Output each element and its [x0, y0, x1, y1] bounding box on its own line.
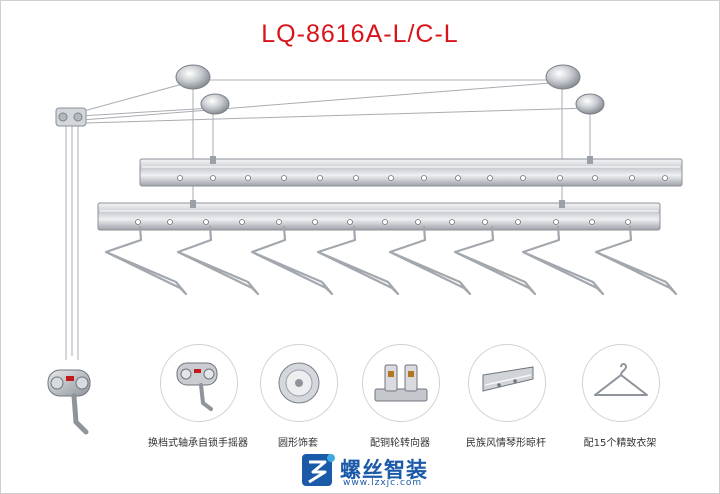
accessory-circle-pulley [362, 344, 440, 422]
hanger-icon [594, 363, 648, 396]
ceiling-pulley-icon [175, 64, 605, 115]
accessory-label-cover: 圆形饰套 [278, 438, 318, 449]
accessory-circle-crank [160, 344, 238, 422]
brand-url: www.lzxjc.com [343, 478, 423, 488]
round-cover-icon [278, 362, 320, 404]
accessory-circle-rod [468, 344, 546, 422]
hand-crank-icon [47, 369, 91, 435]
accessory-circle-hanger [582, 344, 660, 422]
accessory-label-hanger: 配15个精致衣架 [583, 438, 657, 449]
accessory-circle-cover [260, 344, 338, 422]
brand-name: 螺丝智装 [340, 458, 428, 482]
crank-handle-icon [176, 362, 218, 411]
accessory-label-pulley: 配铜轮转向器 [370, 438, 430, 449]
brand-logo-icon [302, 454, 335, 486]
drying-bar-front [97, 200, 661, 231]
cables [65, 79, 591, 360]
wall-bracket-icon [55, 107, 87, 127]
accessory-label-rod: 民族风情琴形晾杆 [466, 438, 546, 449]
hanger-row [104, 225, 678, 296]
pulley-steering-icon [374, 364, 428, 402]
product-title: LQ-8616A-L/C-L [261, 20, 459, 48]
drying-bar-back [139, 156, 683, 187]
drying-rod-icon [482, 366, 534, 392]
accessory-label-crank: 换档式轴承自锁手摇器 [148, 438, 248, 449]
